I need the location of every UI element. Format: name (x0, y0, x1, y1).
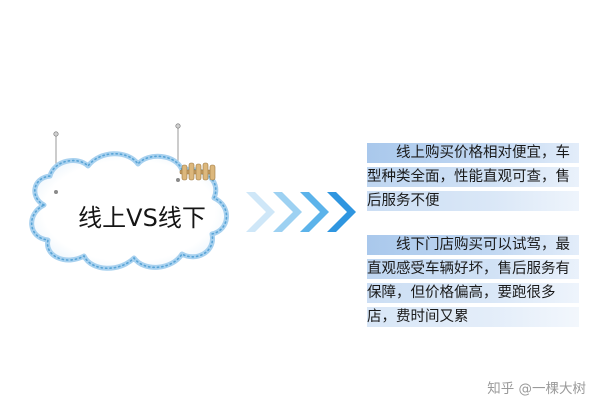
offline-highlight-2 (367, 259, 579, 279)
chevron-arrow-icon (327, 192, 356, 232)
watermark: 知乎 @一棵大树 (487, 381, 586, 397)
online-highlight-2 (367, 167, 579, 187)
arrow-chevrons (246, 192, 356, 232)
sign-title: 线上VS线下 (78, 204, 206, 232)
chevron-arrow-icon (273, 192, 302, 232)
online-text: 线上购买价格相对便宜，车型种类全面，性能直观可查，售后服务不便 (367, 145, 570, 209)
online-card: 线上购买价格相对便宜，车型种类全面，性能直观可查，售后服务不便 (367, 141, 579, 213)
offline-highlight-3 (367, 283, 579, 303)
online-highlight-1 (367, 143, 579, 163)
chevron-arrow-icon (300, 192, 329, 232)
offline-text: 线下门店购买可以试驾，最直观感受车辆好坏，售后服务有保障，但价格偏高，要跑很多店… (367, 237, 570, 325)
offline-card: 线下门店购买可以试驾，最直观感受车辆好坏，售后服务有保障，但价格偏高，要跑很多店… (367, 233, 579, 329)
fence-decoration (179, 162, 216, 181)
offline-highlight-1 (367, 235, 579, 255)
online-highlight-3 (367, 191, 579, 211)
chevron-arrow-icon (246, 192, 275, 232)
hook-knots (54, 178, 180, 194)
offline-highlight-4 (367, 307, 579, 327)
cloud-shape (29, 151, 229, 271)
